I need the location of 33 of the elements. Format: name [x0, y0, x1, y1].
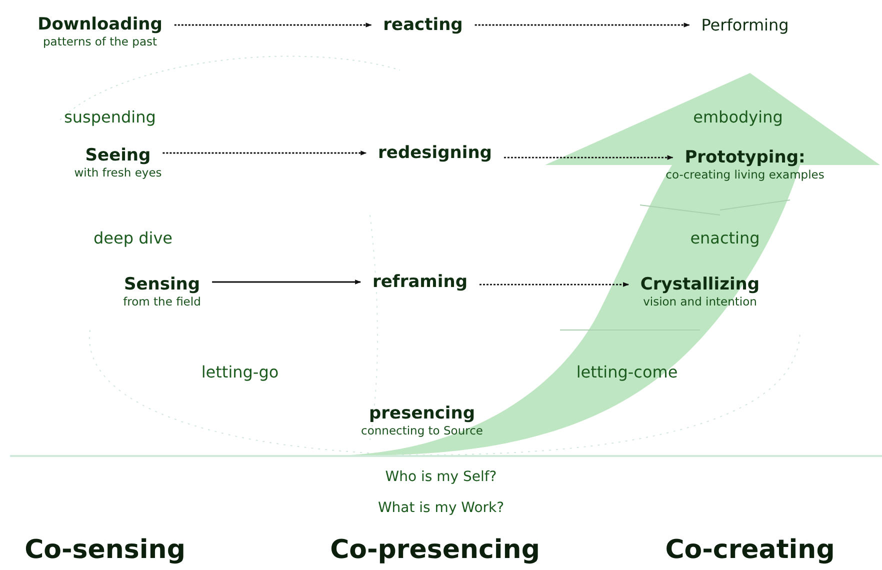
stage-title: Prototyping: [684, 147, 806, 168]
stage-subtitle: connecting to Source [361, 424, 483, 439]
phase-heading: Co-presencing [330, 535, 540, 565]
stage-title: Downloading [38, 14, 162, 35]
arrow [504, 155, 674, 160]
step-label: deep dive [94, 228, 172, 248]
step-label: embodying [693, 108, 783, 126]
step-label: enacting [690, 228, 760, 248]
stage-subtitle: patterns of the past [42, 34, 158, 50]
stage-title: reframing [372, 272, 468, 292]
question-text: What is my Work? [378, 500, 504, 516]
step-label: letting-come [576, 362, 678, 382]
step-label: letting-go [201, 362, 279, 382]
arrow [480, 282, 630, 287]
phase-heading: Co-sensing [24, 535, 186, 565]
stage-title: redesigning [378, 142, 492, 164]
stage-title: reacting [383, 14, 463, 36]
stage-title: Performing [701, 15, 789, 35]
stage-title: Sensing [124, 274, 200, 295]
stage-subtitle: from the field [123, 294, 201, 310]
stage-title: Crystallizing [640, 274, 760, 295]
stage-title: Seeing [85, 145, 151, 166]
stage-subtitle: with fresh eyes [74, 166, 162, 181]
arrow [174, 22, 372, 28]
arrow [162, 150, 367, 156]
stage-subtitle: vision and intention [643, 294, 757, 310]
question-text: Who is my Self? [385, 469, 497, 485]
arrow [212, 280, 362, 284]
stage-subtitle: co-creating living examples [666, 168, 824, 183]
phase-heading: Co-creating [665, 535, 835, 565]
step-label: suspending [64, 108, 156, 126]
stage-title: presencing [369, 403, 475, 424]
arrow [474, 22, 690, 28]
